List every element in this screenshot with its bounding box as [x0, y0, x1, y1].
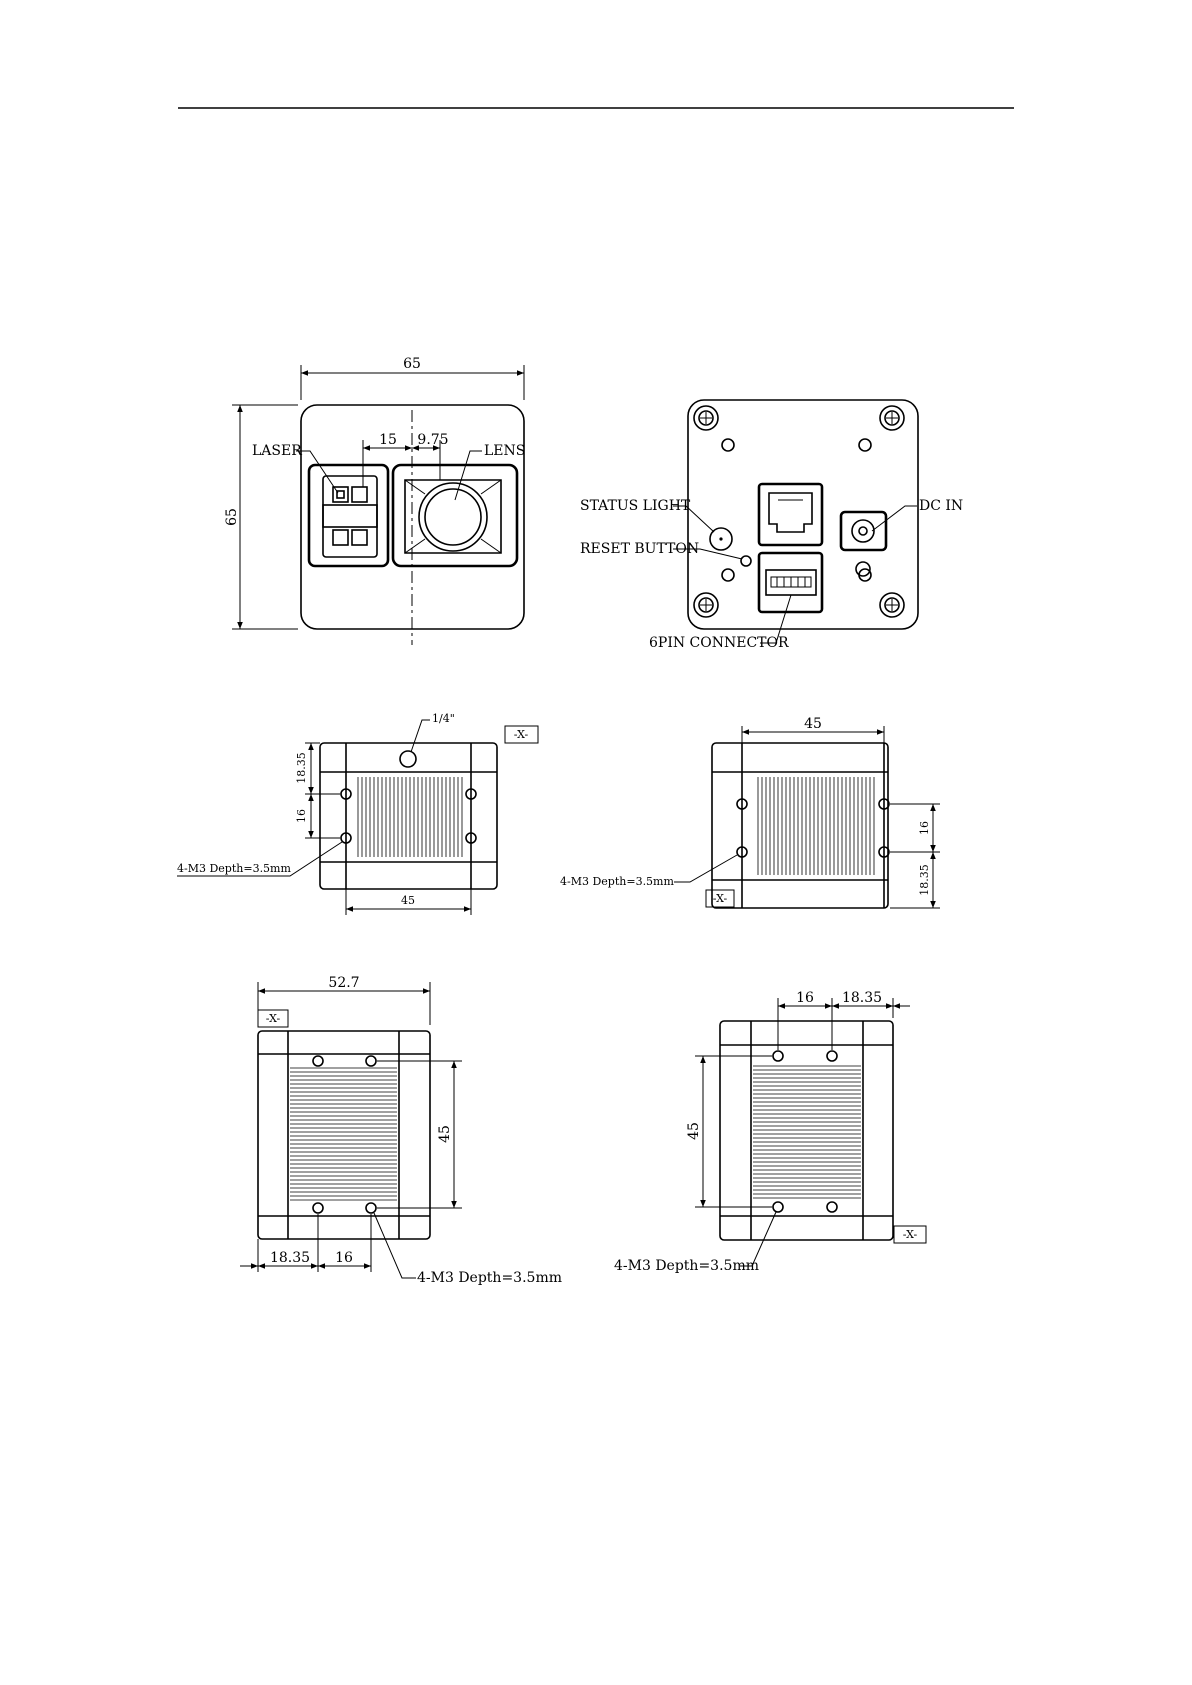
dim-18-35: 18.35 [270, 1250, 310, 1266]
heatsink-fins [358, 777, 462, 857]
datum-x: -X- [266, 1012, 281, 1025]
front-view: 65 65 15 9.75 LASER LENS [224, 356, 525, 645]
dim-16: 16 [295, 809, 308, 823]
lens [419, 483, 487, 551]
side-view-right: 45 16 18.35 -X- 4-M3 Depth=3.5mm [560, 716, 940, 908]
hole-note: 4-M3 Depth=3.5mm [417, 1270, 562, 1286]
rear-view: STATUS LIGHT RESET BUTTON DC IN 6PIN CON… [580, 400, 963, 651]
dim-16: 16 [335, 1250, 353, 1266]
datum-x: -X- [514, 728, 529, 741]
dim-18-35: 18.35 [918, 864, 931, 896]
datum-x: -X- [903, 1228, 918, 1241]
heatsink-fins [758, 777, 874, 875]
front-width-dim: 65 [403, 356, 421, 372]
side-view-left: 1/4" -X- 18.35 16 45 4-M3 Depth=3.5mm [177, 712, 538, 915]
heatsink-fins [290, 1068, 397, 1200]
heatsink-fins [753, 1066, 861, 1198]
dim-52-7: 52.7 [328, 975, 359, 991]
reset-button [741, 556, 751, 566]
laser-label: LASER [252, 443, 302, 459]
hole-note: 4-M3 Depth=3.5mm [177, 862, 291, 875]
hole-note: 4-M3 Depth=3.5mm [560, 875, 674, 888]
dim-16: 16 [918, 821, 931, 835]
datum-x: -X- [713, 892, 728, 905]
dim-16: 16 [796, 990, 814, 1006]
dc-in-label: DC IN [919, 498, 963, 514]
dim-9-75: 9.75 [417, 432, 448, 448]
front-height-dim: 65 [224, 508, 240, 526]
lens-label: LENS [484, 443, 525, 459]
dim-45: 45 [804, 716, 822, 732]
hole-note: 4-M3 Depth=3.5mm [614, 1258, 759, 1274]
dim-45: 45 [401, 894, 415, 907]
dim-18-35: 18.35 [842, 990, 882, 1006]
bottom-view: 16 18.35 45 -X- 4-M3 Depth=3.5mm [614, 990, 926, 1274]
top-view: 52.7 -X- 45 18.35 16 4-M3 Depth=3.5mm [240, 975, 562, 1286]
tripod-hole [400, 751, 416, 767]
dc-in-port [841, 512, 886, 550]
tripod-label: 1/4" [432, 712, 455, 725]
dim-18-35: 18.35 [295, 752, 308, 784]
dim-45: 45 [686, 1122, 702, 1140]
dim-15: 15 [379, 432, 397, 448]
screw-top-left [694, 406, 718, 430]
dim-45: 45 [437, 1125, 453, 1143]
